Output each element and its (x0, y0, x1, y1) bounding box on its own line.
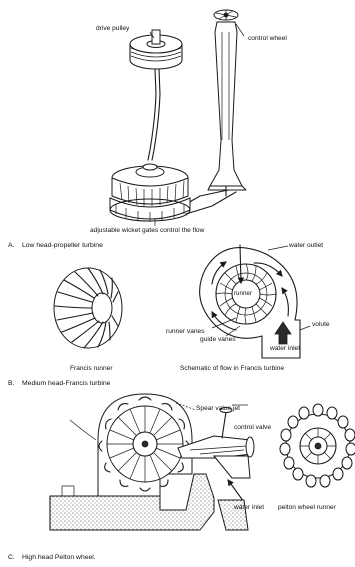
control-wheel-icon (214, 10, 238, 20)
francis-schematic-label: Schematic of flow in Francis turbine (180, 366, 284, 373)
section-c-caption: C.High head Pelton wheel. (8, 555, 96, 562)
drive-pulley-icon (130, 30, 182, 69)
runner-label: runner (234, 291, 252, 297)
control-valve-label: control valve (234, 425, 271, 432)
drive-pulley-label: drive pulley (96, 26, 129, 33)
section-c-title: High head Pelton wheel. (22, 554, 96, 561)
section-a-title: Low head-propeller turbine (22, 242, 103, 249)
water-inlet-arrow-icon (275, 322, 291, 344)
propeller-turbine-drawing (110, 10, 246, 226)
linkage-rod (186, 190, 228, 204)
pelton-installation-drawing (50, 394, 254, 530)
francis-runner-label: Francis runner (70, 366, 113, 373)
spear-jet-label: Spear value jet (196, 406, 240, 413)
control-column-icon (208, 22, 246, 196)
section-c-letter: C. (8, 555, 22, 562)
runner-vanes-label: runner vanes (166, 329, 205, 336)
pelton-water-inlet-label: water inlet (234, 505, 264, 512)
section-a-caption: A.Low head-propeller turbine (8, 243, 103, 250)
guide-vanes-label: guide vanes (200, 337, 236, 344)
wicket-gates-label: adjustable wicket gates control the flow (90, 228, 204, 235)
section-a-letter: A. (8, 243, 22, 250)
pelton-runner-label: pelton wheel runner (278, 505, 336, 512)
volute-label: volute (312, 322, 330, 329)
francis-runner-drawing (54, 268, 122, 348)
water-outlet-label: water outlet (289, 243, 323, 250)
section-b-title: Medium head-Francis turbine (22, 380, 110, 387)
pelton-wheel-runner-drawing (280, 404, 355, 487)
section-b-letter: B. (8, 381, 22, 388)
control-wheel-label: control wheel (248, 36, 287, 43)
section-b-caption: B.Medium head-Francis turbine (8, 381, 110, 388)
water-inlet-label: water inlet (270, 346, 300, 353)
wicket-gate-housing-icon (110, 164, 190, 222)
